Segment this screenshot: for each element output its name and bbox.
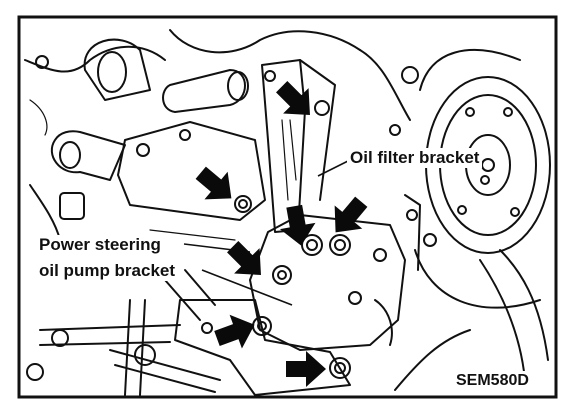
bolt-arrow-icon: [268, 73, 323, 128]
bolt-arrow-icon: [276, 203, 319, 249]
power-steering-bracket-label-line2: oil pump bracket: [36, 261, 179, 281]
diagram-frame: [17, 15, 558, 399]
bolt-arrow-icon: [321, 190, 376, 244]
bolt-arrow-icon: [286, 351, 326, 387]
bolt-arrow-icon: [210, 307, 261, 356]
engine-line-art: [24, 29, 551, 396]
power-steering-bracket-label-line1: Power steering: [36, 235, 164, 255]
oil-filter-bracket-label: Oil filter bracket: [347, 148, 483, 168]
figure-code: SEM580D: [452, 371, 533, 391]
